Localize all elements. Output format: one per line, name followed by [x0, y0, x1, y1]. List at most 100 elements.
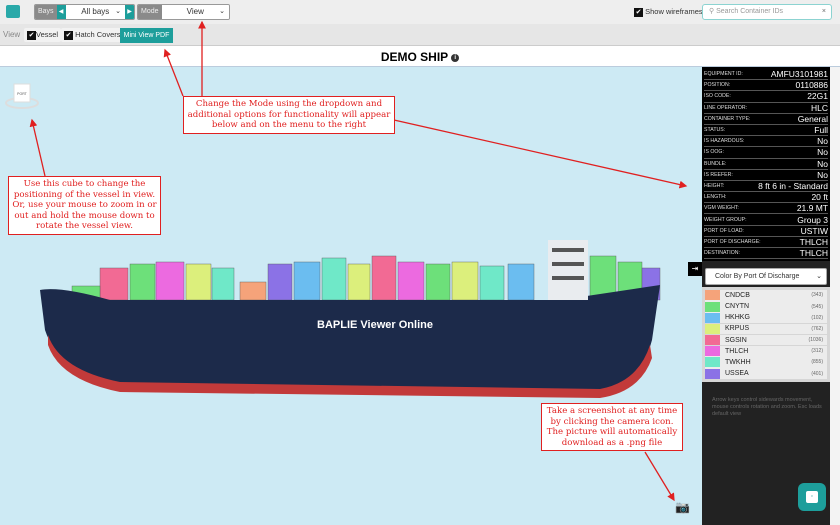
checkbox-icon[interactable]: ✔: [634, 7, 643, 17]
legend-item[interactable]: HKHKG(102): [705, 312, 827, 324]
info-value: No: [817, 136, 828, 147]
search-icon: ⚲: [709, 8, 715, 15]
container-stack[interactable]: [99, 267, 129, 301]
legend-item[interactable]: USSEA (401): [705, 368, 827, 379]
ship-superstructure: [548, 240, 588, 300]
legend-swatch: [705, 368, 720, 379]
scrollbar[interactable]: [830, 67, 840, 525]
container-stack[interactable]: [507, 263, 535, 301]
mode-annotation: Change the Mode using the dropdown and a…: [183, 96, 395, 134]
checkbox-icon[interactable]: ✔: [27, 30, 36, 40]
color-by-dropdown[interactable]: Color By Port Of Discharge ⌄: [705, 268, 827, 285]
info-row: CONTAINER TYPE:General: [704, 114, 828, 125]
legend-count: (401): [811, 370, 823, 377]
chat-button[interactable]: ᵕ: [798, 483, 826, 511]
container-stack[interactable]: [239, 281, 267, 301]
show-wireframes-toggle[interactable]: ✔ Show wireframes: [634, 7, 703, 17]
mini-view-pdf-button[interactable]: Mini View PDF: [120, 28, 173, 43]
info-key: LENGTH:: [704, 194, 727, 201]
container-stack[interactable]: [129, 263, 156, 301]
container-stack[interactable]: [211, 267, 235, 301]
info-value: Full: [814, 125, 828, 136]
view-toolbar: [0, 24, 840, 46]
container-stack[interactable]: [347, 263, 371, 301]
cube-icon[interactable]: PORT: [4, 80, 46, 110]
container-stack[interactable]: [451, 261, 479, 301]
legend-swatch: [705, 290, 720, 301]
info-key: WEIGHT GROUP:: [704, 216, 747, 223]
info-value: 0110886: [795, 80, 828, 91]
container-stack[interactable]: [71, 285, 101, 301]
legend-port: TWKHH: [725, 358, 751, 366]
next-bay-button[interactable]: ▶: [125, 5, 134, 19]
collapse-panel-icon[interactable]: ⇥: [688, 262, 702, 276]
legend-item[interactable]: THLCH(312): [705, 345, 827, 357]
info-key: EQUIPMENT ID:: [704, 71, 743, 78]
ship-name: DEMO SHIP: [380, 50, 449, 64]
legend-swatch: [705, 357, 720, 368]
container-stack[interactable]: [293, 261, 321, 301]
color-by-value: Color By Port Of Discharge: [715, 273, 800, 280]
container-stack[interactable]: [397, 261, 425, 301]
checkbox-icon[interactable]: ✔: [64, 30, 73, 40]
view-cube[interactable]: PORT: [4, 80, 46, 110]
legend-item[interactable]: SGSIN(1036): [705, 334, 827, 346]
info-key: HEIGHT:: [704, 182, 725, 189]
bays-selector[interactable]: Bays ◀ All bays⌄ ▶: [34, 4, 135, 20]
camera-icon[interactable]: 📷: [675, 500, 690, 514]
mode-dropdown[interactable]: View⌄: [161, 5, 229, 19]
search-input[interactable]: ⚲ Search Container IDs ×: [702, 4, 832, 20]
info-row: EQUIPMENT ID: AMFU3101981: [704, 69, 828, 81]
legend-item[interactable]: CNDCB (343): [705, 290, 827, 301]
legend-count: (102): [811, 314, 823, 321]
container-stack[interactable]: [155, 261, 185, 301]
container-stack[interactable]: [267, 263, 293, 301]
container-stack[interactable]: [617, 261, 643, 301]
container-stack[interactable]: [425, 263, 451, 301]
prev-bay-button[interactable]: ◀: [56, 5, 66, 19]
info-key: VGM WEIGHT:: [704, 205, 739, 212]
hatch-covers-checkbox[interactable]: ✔ Hatch Covers: [61, 28, 124, 42]
container-stack[interactable]: [185, 263, 212, 301]
container-stack[interactable]: [641, 267, 661, 301]
legend-count: (343): [811, 292, 823, 299]
app-logo[interactable]: [6, 5, 20, 18]
hatch-covers-label: Hatch Covers: [75, 30, 121, 39]
bays-dropdown[interactable]: All bays ⌄: [65, 5, 125, 19]
info-key: CONTAINER TYPE:: [704, 115, 751, 122]
container-stack[interactable]: [371, 255, 397, 301]
legend-item[interactable]: KRPUS(762): [705, 323, 827, 335]
info-key: BUNDLE:: [704, 160, 727, 167]
info-row: VGM WEIGHT:21.9 MT: [704, 203, 828, 215]
legend-port: USSEA: [725, 370, 749, 378]
legend-port: KRPUS: [725, 325, 750, 333]
cube-face-label: PORT: [17, 92, 28, 96]
mode-value: View: [186, 7, 204, 16]
legend-port: CNDCB: [725, 291, 750, 299]
chevron-down-icon: ⌄: [816, 273, 822, 280]
info-value: THLCH: [799, 248, 828, 259]
info-key: ISO CODE:: [704, 93, 731, 100]
chat-icon: ᵕ: [806, 491, 818, 503]
container-stack[interactable]: [479, 265, 505, 301]
info-row: IS OOG:No: [704, 147, 828, 159]
info-key: IS REEFER:: [704, 171, 733, 178]
search-placeholder: Search Container IDs: [716, 8, 784, 15]
container-stack[interactable]: [589, 255, 617, 301]
info-row: LINE OPERATOR:HLC: [704, 103, 828, 114]
info-icon[interactable]: i: [451, 53, 460, 62]
clear-icon[interactable]: ×: [821, 8, 826, 15]
legend-item[interactable]: TWKHH(855): [705, 357, 827, 368]
info-value: No: [817, 147, 828, 158]
info-value: USTIW: [800, 225, 828, 236]
bays-value: All bays: [81, 7, 110, 16]
container-stack[interactable]: [321, 257, 347, 301]
info-value: AMFU3101981: [770, 69, 828, 80]
mode-selector[interactable]: Mode View⌄: [137, 4, 230, 20]
legend-item[interactable]: CNYTN(545): [705, 301, 827, 312]
legend-swatch: [705, 301, 720, 312]
vessel-checkbox[interactable]: ✔Vessel: [24, 28, 62, 42]
chevron-down-icon: ⌄: [115, 8, 121, 15]
ship-hull: [40, 285, 660, 392]
